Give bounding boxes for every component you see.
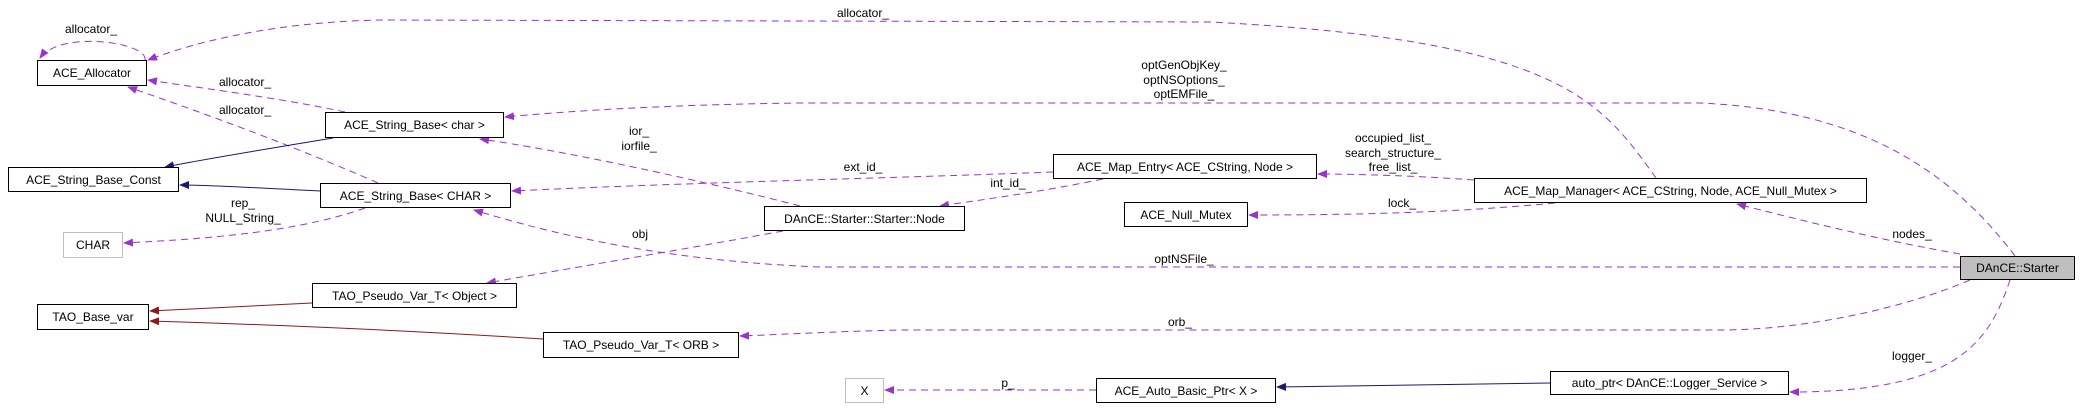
node-pseudo-var-orb[interactable]: TAO_Pseudo_Var_T< ORB > — [543, 332, 739, 358]
edge-pseudo-object-base-var — [149, 302, 313, 315]
label-ior: ior_ iorfile_ — [621, 124, 656, 153]
node-string-base-const[interactable]: ACE_String_Base_Const — [8, 167, 179, 192]
label-line: optNSOptions_ — [1143, 72, 1225, 87]
edge-string-CHAR-allocator — [127, 86, 379, 184]
edge-starter-string-CHAR — [473, 208, 1960, 268]
edge-map-manager-null-mutex — [1248, 202, 1556, 219]
label-line: search_structure_ — [1344, 145, 1442, 160]
node-null-mutex[interactable]: ACE_Null_Mutex — [1124, 202, 1248, 227]
label-line: rep_ — [230, 196, 256, 210]
edge-string-char-const — [164, 137, 334, 170]
edge-map-manager-allocator — [147, 19, 1657, 179]
edge-node-pseudo-object — [486, 230, 784, 286]
label-opt-ns-file: optNSFile_ — [1154, 252, 1214, 266]
edge-string-CHAR-const — [179, 181, 321, 192]
label-line: ior_ — [628, 124, 650, 138]
node-x-type: X — [845, 378, 884, 403]
edge-starter-logger — [1789, 279, 2011, 396]
node-string-base-char[interactable]: ACE_String_Base< char > — [325, 112, 504, 138]
label-line: occupied_list_ — [1354, 131, 1432, 145]
label-orb: orb_ — [1167, 315, 1193, 329]
node-char-type: CHAR — [63, 232, 123, 258]
label-line: free_list_ — [1368, 160, 1418, 174]
label-p: p_ — [1001, 376, 1015, 390]
node-auto-basic-ptr[interactable]: ACE_Auto_Basic_Ptr< X > — [1096, 378, 1276, 403]
node-map-manager[interactable]: ACE_Map_Manager< ACE_CString, Node, ACE_… — [1474, 178, 1867, 203]
label-rep: rep_ NULL_String_ — [205, 196, 280, 225]
edge-map-entry-string-CHAR — [511, 171, 1054, 195]
label-logger: logger_ — [1891, 349, 1933, 363]
edge-string-CHAR-char — [123, 207, 366, 247]
label-lists: occupied_list_ search_structure_ free_li… — [1345, 131, 1441, 175]
node-auto-ptr-logger[interactable]: auto_ptr< DAnCE::Logger_Service > — [1550, 371, 1789, 395]
label-line: NULL_String_ — [205, 210, 281, 225]
node-starter-node[interactable]: DAnCE::Starter::Starter::Node — [764, 206, 965, 231]
label-ext-id: ext_id_ — [843, 160, 883, 174]
label-CHAR-allocator: allocator_ — [218, 103, 272, 117]
edge-map-entry-node — [939, 178, 1104, 209]
label-opt-strings: optGenObjKey_ optNSOptions_ optEMFile_ — [1141, 58, 1226, 102]
label-int-id: int_id_ — [990, 176, 1026, 190]
node-map-entry[interactable]: ACE_Map_Entry< ACE_CString, Node > — [1053, 154, 1317, 179]
label-line: optGenObjKey_ — [1141, 58, 1227, 72]
node-starter: DAnCE::Starter — [1960, 256, 2075, 280]
label-obj: obj — [631, 227, 649, 241]
label-top-allocator: allocator_ — [836, 6, 890, 20]
edge-starter-pseudo-orb — [739, 279, 1971, 340]
node-string-base-CHAR[interactable]: ACE_String_Base< CHAR > — [320, 183, 511, 208]
edge-node-string-char — [479, 136, 801, 207]
label-line: optEMFile_ — [1153, 87, 1215, 101]
edge-map-manager-map-entry — [1317, 170, 1475, 181]
edge-auto-ptr-auto-basic — [1276, 382, 1551, 391]
edge-pseudo-orb-base-var — [149, 317, 544, 340]
edge-string-char-allocator — [147, 77, 346, 113]
node-ace-allocator[interactable]: ACE_Allocator — [37, 60, 147, 86]
label-lock: lock_ — [1387, 196, 1417, 210]
node-tao-base-var[interactable]: TAO_Base_var — [37, 304, 149, 330]
label-line: iorfile_ — [621, 138, 657, 153]
label-nodes: nodes_ — [1892, 227, 1932, 241]
edge-starter-string-char — [504, 102, 2016, 257]
edge-starter-map-manager — [1736, 202, 1961, 255]
node-pseudo-var-object[interactable]: TAO_Pseudo_Var_T< Object > — [312, 283, 517, 308]
label-self-allocator: allocator_ — [64, 22, 118, 36]
edge-allocator-self — [39, 40, 146, 61]
label-char-allocator: allocator_ — [218, 75, 272, 89]
